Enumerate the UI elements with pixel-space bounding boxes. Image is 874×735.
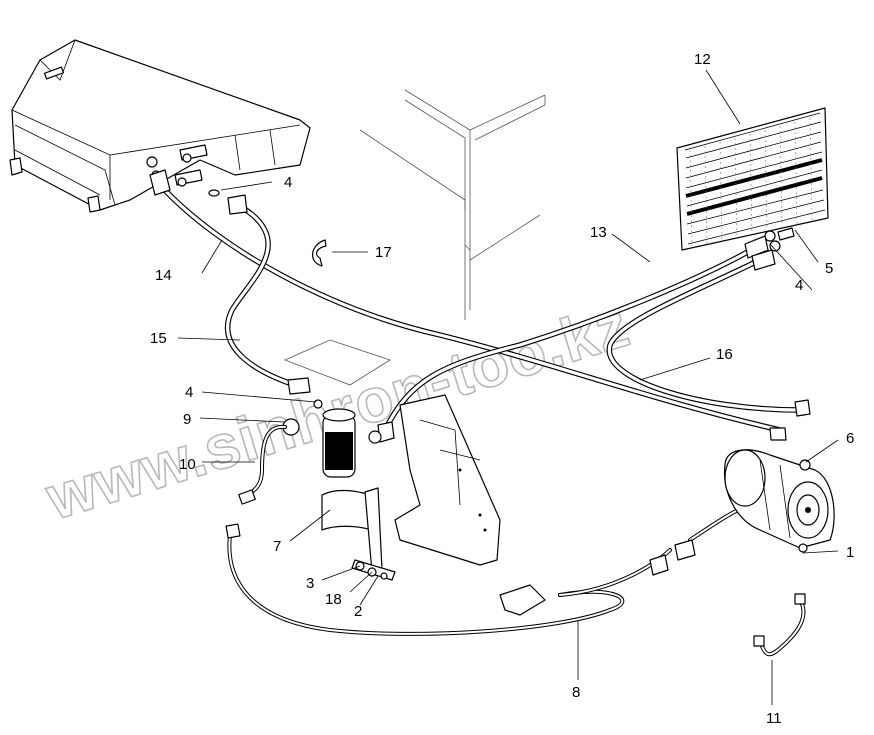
hoses (149, 169, 811, 443)
callout-13: 13 (590, 224, 607, 241)
snap-ring (312, 239, 327, 267)
callout-4-top: 4 (284, 174, 292, 191)
callout-5: 5 (825, 260, 833, 277)
callout-7: 7 (273, 538, 281, 555)
condenser (676, 107, 829, 252)
callout-14: 14 (155, 267, 172, 284)
mounting-plate (394, 394, 501, 566)
callout-12: 12 (694, 51, 711, 68)
pressure-switch (238, 418, 300, 505)
callout-11: 11 (766, 710, 782, 727)
callout-1: 1 (846, 544, 854, 561)
callout-3: 3 (306, 575, 314, 592)
callout-8: 8 (572, 684, 580, 701)
evaporator-housing (9, 39, 311, 213)
callout-4-right: 4 (795, 277, 803, 294)
temperature-sensor (753, 593, 806, 657)
cab-frame (283, 89, 546, 386)
drier-bracket (321, 487, 396, 581)
callout-18: 18 (325, 591, 342, 608)
callout-4-left: 4 (185, 384, 193, 401)
compressor (723, 449, 835, 553)
receiver-drier (313, 399, 382, 478)
callout-6: 6 (846, 430, 854, 447)
leader-lines (177, 69, 839, 705)
callout-9: 9 (183, 411, 191, 428)
callout-10: 10 (179, 456, 196, 473)
callout-17: 17 (375, 244, 392, 261)
callout-2: 2 (354, 603, 362, 620)
callouts: 1 2 3 4 4 4 5 6 7 8 9 10 11 12 13 14 15 … (150, 51, 854, 727)
callout-16: 16 (716, 346, 733, 363)
callout-15: 15 (150, 330, 167, 347)
